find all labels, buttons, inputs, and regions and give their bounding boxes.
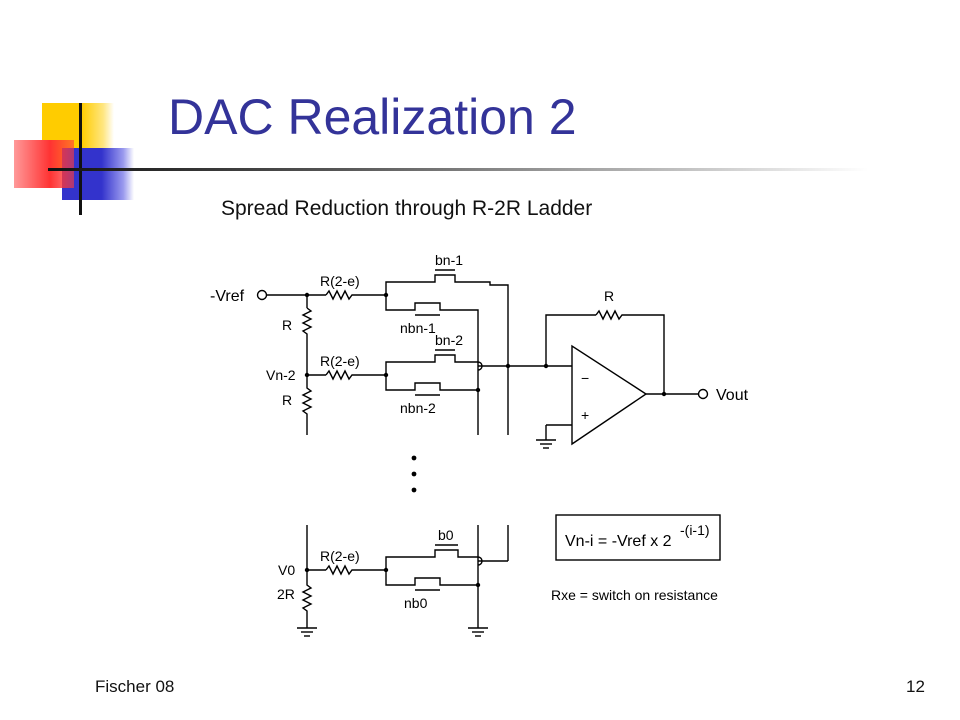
switch-resistance-note: Rxe = switch on resistance (551, 587, 718, 603)
deco-red-square (14, 140, 74, 188)
label-opamp-minus: − (581, 370, 589, 386)
vout-terminal (697, 388, 709, 400)
label-sw-nbn1: nbn-1 (400, 320, 436, 336)
label-vout: Vout (716, 387, 749, 404)
label-feedback-r: R (604, 288, 614, 304)
deco-horizontal-line (48, 168, 868, 171)
label-series-3: R(2-e) (320, 548, 360, 564)
page-title: DAC Realization 2 (168, 89, 577, 145)
resistor-ladder-r1 (301, 307, 313, 375)
label-res-r2: R (282, 392, 292, 408)
continuation-dot (411, 487, 417, 493)
formula-main: Vn-i = -Vref x 2 (565, 533, 672, 550)
label-sw-b0: b0 (438, 527, 454, 543)
label-sw-nbn2: nbn-2 (400, 400, 436, 416)
continuation-dot (411, 455, 417, 461)
page-number: 12 (906, 677, 925, 696)
resistor-feedback (595, 309, 665, 394)
resistor-2r (301, 570, 313, 628)
vref-terminal (256, 289, 268, 301)
label-res-2r: 2R (277, 586, 295, 602)
label-vref: -Vref (210, 288, 245, 305)
formula-box (555, 514, 721, 561)
switch-pair-3 (385, 525, 509, 628)
switch-pair-2 (385, 349, 508, 396)
slide-subtitle: Spread Reduction through R-2R Ladder (221, 197, 593, 220)
ground-opamp (536, 439, 556, 449)
deco-blue-square (62, 148, 134, 200)
label-sw-bn1: bn-1 (435, 252, 463, 268)
deco-vertical-line (79, 103, 82, 215)
ground-middle (468, 627, 488, 637)
resistor-series-3 (325, 564, 386, 576)
continuation-dot (411, 471, 417, 477)
footer-author: Fischer 08 (95, 677, 175, 696)
resistor-ladder-r2 (301, 375, 313, 435)
label-res-r1: R (282, 317, 292, 333)
ground-left (297, 627, 317, 637)
switch-pair-1 (385, 269, 509, 435)
label-opamp-plus: + (581, 407, 589, 423)
label-node-n2: Vn-2 (266, 367, 296, 383)
label-series-1: R(2-e) (320, 273, 360, 289)
label-node-0: V0 (278, 562, 295, 578)
label-sw-nb0: nb0 (404, 595, 428, 611)
resistor-series-2 (325, 369, 386, 381)
label-series-2: R(2-e) (320, 353, 360, 369)
label-sw-bn2: bn-2 (435, 332, 463, 348)
resistor-series-1 (325, 289, 386, 301)
formula-exponent: -(i-1) (680, 522, 710, 538)
opamp (571, 344, 648, 446)
